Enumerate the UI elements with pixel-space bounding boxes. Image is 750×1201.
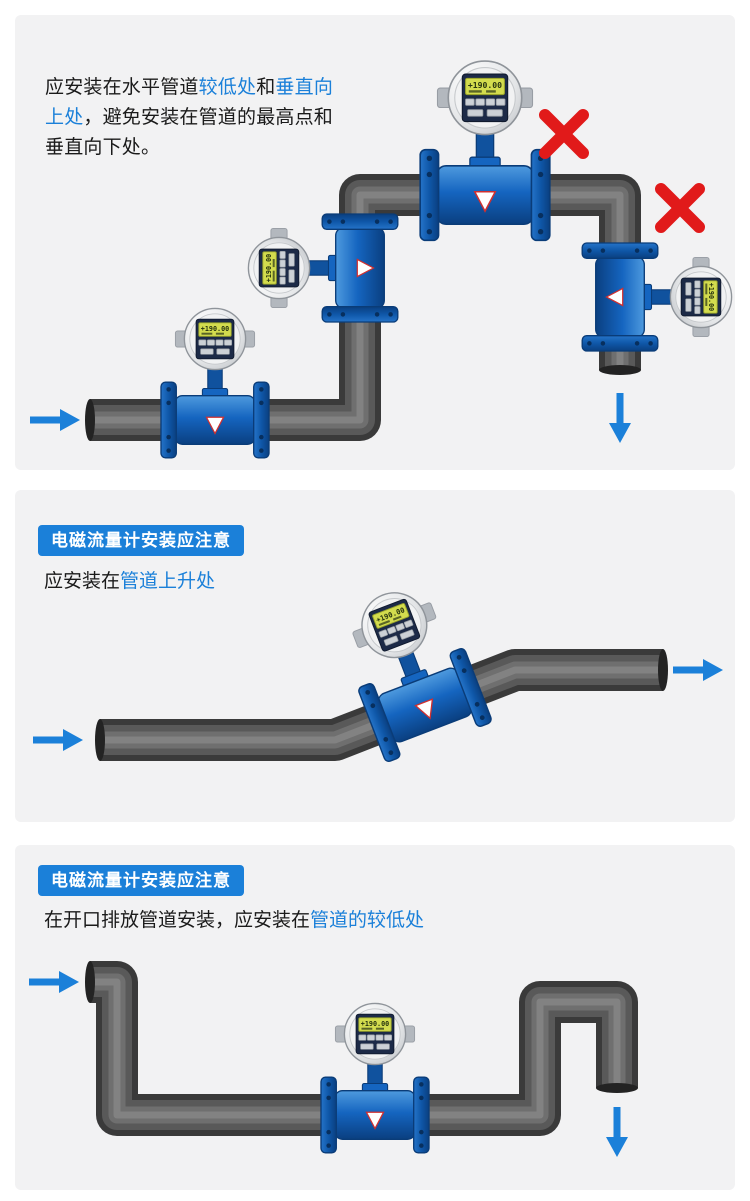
install-caption: 应安装在管道上升处 bbox=[44, 570, 215, 594]
pipe-end-cap bbox=[85, 399, 95, 441]
install-description: 应安装在水平管道较低处和垂直向上处，避免安装在管道的最高点和垂直向下处。 bbox=[45, 73, 341, 163]
flow-arrow-down-icon bbox=[609, 393, 631, 443]
flow-arrow-right-icon bbox=[29, 971, 79, 993]
pipe-end-cap bbox=[599, 365, 641, 375]
install-caption: 在开口排放管道安装，应安装在管道的较低处 bbox=[44, 909, 424, 933]
flow-arrow-right-icon bbox=[30, 409, 80, 431]
pipe-end-cap bbox=[596, 1083, 638, 1093]
pipe-end-cap bbox=[95, 719, 105, 761]
flowmeter-vertical-down-wrong bbox=[581, 242, 733, 352]
caption-segment-accent: 管道上升处 bbox=[120, 571, 216, 592]
desc-segment-accent: 较低处 bbox=[198, 77, 257, 98]
notice-badge: 电磁流量计安装应注意 bbox=[38, 865, 244, 896]
panel1-illustration bbox=[30, 60, 733, 459]
panel3-illustration bbox=[29, 961, 638, 1157]
flowmeter-high-point-wrong bbox=[419, 60, 551, 242]
flow-arrow-right-icon bbox=[33, 729, 83, 751]
flowmeter-vertical-up bbox=[247, 213, 399, 323]
caption-segment: 应安装在 bbox=[44, 571, 121, 592]
panel2-illustration bbox=[33, 573, 723, 764]
desc-segment: ，避免安装在管道的最高点和垂直向下处。 bbox=[45, 107, 334, 158]
desc-segment: 应安装在水平管道 bbox=[45, 77, 199, 98]
desc-segment-accent: 垂直向上处 bbox=[45, 77, 334, 128]
error-x-icon bbox=[545, 115, 583, 153]
pipe bbox=[90, 961, 638, 1136]
caption-segment-accent: 管道的较低处 bbox=[310, 910, 425, 931]
caption-segment: 在开口排放管道安装，应安装在 bbox=[44, 910, 311, 931]
panel-rising-pipe-install: 电磁流量计安装应注意 应安装在管道上升处 bbox=[15, 490, 735, 822]
panel-horizontal-install: 应安装在水平管道较低处和垂直向上处，避免安装在管道的最高点和垂直向下处。 bbox=[15, 15, 735, 470]
pipe-end-cap bbox=[85, 961, 95, 1003]
flow-arrow-right-icon bbox=[673, 659, 723, 681]
flow-arrow-down-icon bbox=[606, 1107, 628, 1157]
desc-segment: 和 bbox=[256, 77, 276, 98]
pipe-end-cap bbox=[658, 649, 668, 691]
flowmeter-low-section bbox=[320, 1002, 430, 1154]
notice-badge: 电磁流量计安装应注意 bbox=[38, 525, 244, 556]
panel-open-discharge-install: 电磁流量计安装应注意 在开口排放管道安装，应安装在管道的较低处 bbox=[15, 845, 735, 1190]
error-x-icon bbox=[661, 189, 699, 227]
flowmeter-horizontal-low bbox=[160, 307, 270, 459]
